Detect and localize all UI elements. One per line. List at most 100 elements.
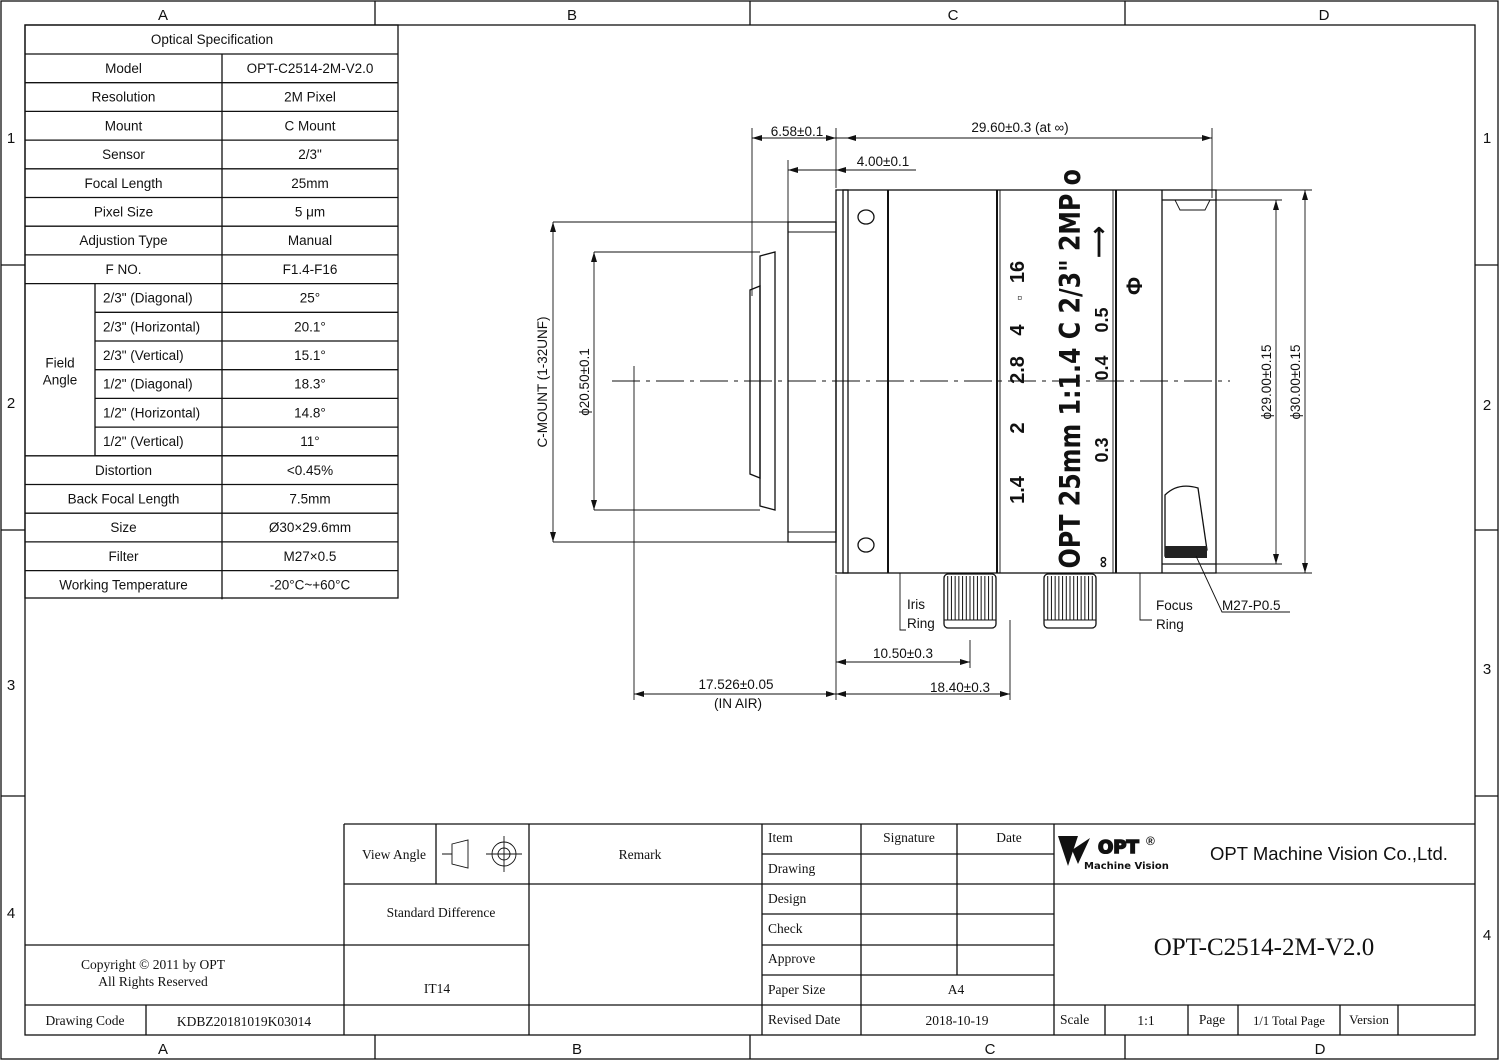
callout-iris-line1: Iris xyxy=(907,597,925,612)
drawing-code-value: KDBZ20181019K03014 xyxy=(177,1014,311,1029)
dim-phi-29-00: ϕ29.00±0.15 xyxy=(1259,344,1274,419)
standard-difference-label: Standard Difference xyxy=(387,905,496,920)
field-angle-label-3: 1/2" (Diagonal) xyxy=(103,377,193,392)
focus-ring-knob xyxy=(1043,573,1097,629)
field-angle-value-0: 25° xyxy=(300,291,320,306)
projection-symbol-icon xyxy=(442,836,522,872)
spec-value-0: OPT-C2514-2M-V2.0 xyxy=(247,61,374,76)
col-label-bottom-c: C xyxy=(985,1041,996,1058)
spec-label-6: Adjustion Type xyxy=(79,233,167,248)
revised-date-value: 2018-10-19 xyxy=(926,1013,989,1028)
part-number: OPT-C2514-2M-V2.0 xyxy=(1154,934,1375,961)
lens-brand-engraving: o OPT 25mm 1:1.4 C 2/3" 2MP o xyxy=(1055,169,1088,593)
spec-after-value-4: -20°C~+60°C xyxy=(270,578,351,593)
spec-value-6: Manual xyxy=(288,233,332,248)
callout-focus-line1: Focus xyxy=(1156,598,1193,613)
paper-size-value: A4 xyxy=(948,982,965,997)
logo-registered: ® xyxy=(1146,834,1155,848)
focus-mark-infinity: ∞ xyxy=(1095,556,1112,567)
spec-label-0: Model xyxy=(105,61,142,76)
spec-after-value-1: 7.5mm xyxy=(289,492,330,507)
opt-logo: OPT ® Machine Vision xyxy=(1058,834,1169,872)
focus-lock-screw xyxy=(1164,485,1208,557)
spec-after-label-0: Distortion xyxy=(95,463,152,478)
approve-row-label: Approve xyxy=(768,951,815,966)
arrow-mark: ⟶ xyxy=(1086,226,1111,258)
spec-after-label-3: Filter xyxy=(109,549,140,564)
col-label-bottom-a: A xyxy=(158,1041,168,1058)
focus-mark-0-3: 0.3 xyxy=(1092,437,1112,462)
dim-c-mount: C-MOUNT (1-32UNF) xyxy=(535,317,550,448)
rights-text: All Rights Reserved xyxy=(98,974,208,989)
f-stop-4: 4 xyxy=(1007,324,1029,336)
callout-focus-line2: Ring xyxy=(1156,617,1184,632)
dimensions: 6.58±0.1 29.60±0.3 (at ∞) 4.00±0.1 C-MOU… xyxy=(535,120,1312,711)
spec-value-5: 5 μm xyxy=(295,205,325,220)
dim-18-40: 18.40±0.3 xyxy=(930,680,990,695)
spec-label-3: Sensor xyxy=(102,147,145,162)
logo-text: OPT xyxy=(1098,837,1139,858)
dim-6-58: 6.58±0.1 xyxy=(771,124,823,139)
signature-header: Signature xyxy=(883,830,935,845)
field-angle-label-4: 1/2" (Horizontal) xyxy=(103,405,200,420)
iris-ring-knob xyxy=(943,573,997,629)
field-angle-header-line1: Field xyxy=(45,356,74,371)
spec-value-2: C Mount xyxy=(284,118,335,133)
spec-after-label-1: Back Focal Length xyxy=(68,492,180,507)
f-stop-1-4: 1.4 xyxy=(1007,475,1029,504)
logo-subtitle: Machine Vision xyxy=(1084,861,1169,872)
field-angle-value-5: 11° xyxy=(300,434,319,449)
field-angle-header-line2: Angle xyxy=(43,373,78,388)
revised-date-label: Revised Date xyxy=(768,1012,840,1027)
field-angle-label-0: 2/3" (Diagonal) xyxy=(103,291,193,306)
field-angle-label-1: 2/3" (Horizontal) xyxy=(103,319,200,334)
title-block: View Angle Remark Standard Difference IT… xyxy=(25,823,1475,1035)
focus-mark-0-5: 0.5 xyxy=(1092,307,1112,332)
spec-value-7: F1.4-F16 xyxy=(283,262,338,277)
field-angle-value-1: 20.1° xyxy=(294,319,326,334)
f-stop-2: 2 xyxy=(1007,422,1029,433)
dim-phi-20-50: ϕ20.50±0.1 xyxy=(577,348,592,416)
drawing-row-label: Drawing xyxy=(768,861,815,876)
item-header: Item xyxy=(768,830,793,845)
date-header: Date xyxy=(996,830,1021,845)
spec-after-value-2: Ø30×29.6mm xyxy=(269,520,351,535)
callout-iris-line2: Ring xyxy=(907,616,935,631)
row-label-right-2: 2 xyxy=(1483,397,1491,414)
page-label: Page xyxy=(1199,1012,1225,1027)
row-label-right-1: 1 xyxy=(1483,130,1491,147)
drawing-code-label: Drawing Code xyxy=(45,1013,124,1028)
lens-barrel xyxy=(835,189,1217,574)
spec-label-1: Resolution xyxy=(92,90,156,105)
page-value: 1/1 Total Page xyxy=(1253,1014,1325,1028)
circle-mark: Φ xyxy=(1122,277,1147,295)
col-label-top-b: B xyxy=(567,7,577,24)
spec-after-label-4: Working Temperature xyxy=(59,578,188,593)
col-label-bottom-d: D xyxy=(1315,1041,1326,1058)
spec-value-1: 2M Pixel xyxy=(284,90,336,105)
version-label: Version xyxy=(1349,1012,1389,1027)
c-mount-thread xyxy=(749,285,761,479)
field-angle-value-3: 18.3° xyxy=(294,377,326,392)
spec-after-value-3: M27×0.5 xyxy=(284,549,337,564)
dim-29-60: 29.60±0.3 (at ∞) xyxy=(971,120,1068,135)
col-label-bottom-b: B xyxy=(572,1041,582,1058)
paper-size-label: Paper Size xyxy=(768,982,825,997)
spec-value-4: 25mm xyxy=(291,176,329,191)
lens-drawing: o OPT 25mm 1:1.4 C 2/3" 2MP o 1.4 2 2.8 … xyxy=(535,120,1312,711)
focus-mark-0-4: 0.4 xyxy=(1092,355,1112,380)
f-stop-16: 16 xyxy=(1007,261,1029,283)
spec-after-value-0: <0.45% xyxy=(287,463,333,478)
callout-m27: M27-P0.5 xyxy=(1222,598,1281,613)
row-label-left-1: 1 xyxy=(7,130,15,147)
row-label-right-4: 4 xyxy=(1483,927,1491,944)
f-stop-dot: ▫ xyxy=(1011,295,1027,300)
it14-label: IT14 xyxy=(424,981,450,996)
dim-phi-30-00: ϕ30.00±0.15 xyxy=(1288,344,1303,419)
copyright-text: Copyright © 2011 by OPT xyxy=(81,957,226,972)
design-row-label: Design xyxy=(768,891,806,906)
f-stop-2-8: 2.8 xyxy=(1007,356,1029,384)
